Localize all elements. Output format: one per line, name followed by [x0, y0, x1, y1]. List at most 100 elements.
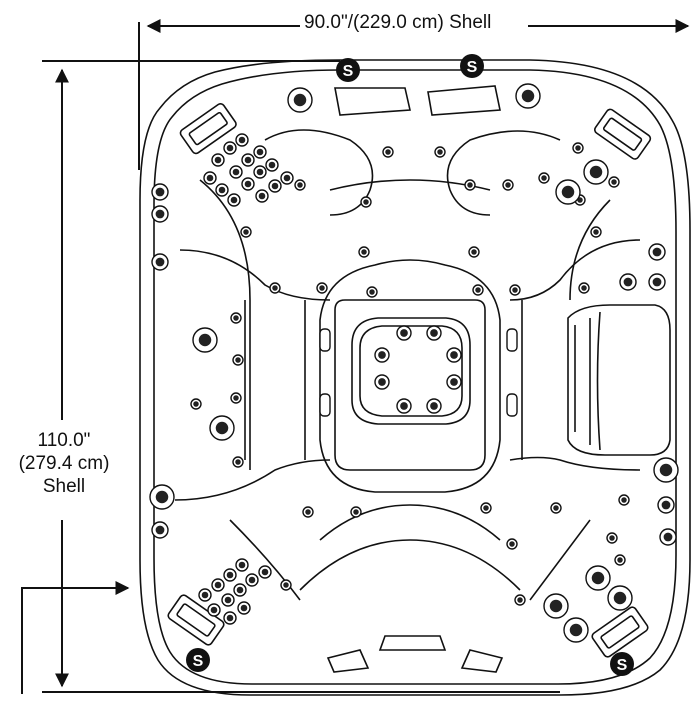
jet-icon	[590, 226, 602, 238]
jet-icon	[464, 179, 476, 191]
bottom-step	[378, 635, 447, 651]
cluster-jet-icon	[255, 189, 269, 203]
jet-icon	[538, 172, 550, 184]
s-badge-letter: S	[343, 63, 354, 80]
footwell-jet-plate	[351, 317, 471, 425]
rotary-jet-icon	[287, 87, 313, 113]
s-badge-icon: S	[336, 58, 360, 82]
cluster-jet-icon	[203, 171, 217, 185]
jet-icon	[366, 286, 378, 298]
jet-icon	[382, 146, 394, 158]
footwell-inner	[334, 299, 486, 471]
side-jet-icon	[151, 205, 169, 223]
dimension-lines	[21, 19, 690, 694]
pillow-inner-3	[596, 311, 601, 451]
cluster-jet-icon	[265, 158, 279, 172]
rotary-jet-icon	[149, 484, 175, 510]
jet-icon	[506, 538, 518, 550]
rotary-jet-icon	[515, 83, 541, 109]
s-badge-letter: S	[467, 59, 478, 76]
jet-icon	[240, 226, 252, 238]
jet-icon	[550, 502, 562, 514]
jet-icon	[514, 594, 526, 606]
rotary-jet-icon	[563, 617, 589, 643]
height-dimension-metric: (279.4 cm)	[18, 452, 110, 474]
seat-divider-top-left	[179, 249, 331, 301]
neck-jet-icon	[506, 328, 518, 352]
rotary-jet-icon	[209, 415, 235, 441]
jet-icon	[350, 506, 362, 518]
cluster-jet-icon	[227, 193, 241, 207]
width-dimension-label: 90.0"/(229.0 cm) Shell	[300, 12, 496, 35]
jet-icon	[230, 312, 242, 324]
side-jet-icon	[151, 521, 169, 539]
neck-jet-icon	[506, 393, 518, 417]
side-jet-icon	[648, 243, 666, 261]
jet-icon	[269, 282, 281, 294]
jet-icon	[280, 579, 292, 591]
cluster-jet-icon	[215, 183, 229, 197]
shell-outline	[139, 59, 691, 696]
rotary-jet-icon	[585, 565, 611, 591]
rotary-jet-icon	[555, 179, 581, 205]
headrest-top-right	[427, 85, 501, 116]
jet-icon	[480, 502, 492, 514]
headrest-corner-br	[591, 606, 649, 658]
shell-outer-edge	[139, 59, 691, 696]
side-jet-icon	[659, 528, 677, 546]
jets-layer	[149, 83, 679, 643]
cluster-jet-icon	[223, 611, 237, 625]
jet-icon	[502, 179, 514, 191]
jet-icon	[230, 392, 242, 404]
footwell-jet-icon	[374, 374, 390, 390]
cluster-jet-icon	[258, 565, 272, 579]
jet-icon	[302, 506, 314, 518]
jet-icon	[434, 146, 446, 158]
cluster-jet-icon	[198, 588, 212, 602]
cluster-jet-icon	[233, 583, 247, 597]
s-badge-letter: S	[617, 657, 628, 674]
jet-icon	[232, 354, 244, 366]
jet-icon	[614, 554, 626, 566]
jet-icon	[578, 282, 590, 294]
footwell-jet-icon	[396, 325, 412, 341]
height-dimension-label: 110.0" (279.4 cm) Shell	[0, 430, 128, 499]
cluster-jet-icon	[211, 578, 225, 592]
bottom-grate-left	[326, 649, 370, 673]
top-center-seat	[264, 129, 374, 216]
seat-divider-bottom-left	[174, 459, 331, 501]
cluster-jet-icon	[229, 165, 243, 179]
s-badge-letter: S	[193, 653, 204, 670]
height-dimension-value: 110.0"	[37, 430, 91, 451]
jet-icon	[360, 196, 372, 208]
cluster-jet-icon	[221, 593, 235, 607]
footwell-jet-icon	[374, 347, 390, 363]
footwell-jet-plate-inner	[359, 325, 463, 417]
headrest-corner-tr	[594, 108, 652, 160]
top-center-seat-r	[446, 130, 561, 216]
cluster-jet-icon	[241, 153, 255, 167]
cluster-jet-icon	[280, 171, 294, 185]
rotary-jet-icon	[543, 593, 569, 619]
footwell-jet-icon	[446, 347, 462, 363]
corner-leader	[21, 581, 130, 694]
cluster-jet-icon	[223, 141, 237, 155]
bottom-grate-right	[460, 649, 504, 673]
bottom-left-swirl	[229, 519, 301, 601]
jet-icon	[618, 494, 630, 506]
headrest-top-left	[334, 87, 411, 116]
neck-jet-icon	[319, 393, 331, 417]
cluster-jet-icon	[241, 177, 255, 191]
right-seat-curve	[569, 199, 611, 301]
seat-divider-bottom-right	[509, 456, 641, 471]
jet-icon	[190, 398, 202, 410]
cluster-jet-icon	[207, 603, 221, 617]
cluster-jet-icon	[253, 165, 267, 179]
side-jet-icon	[619, 273, 637, 291]
cluster-jet-icon	[235, 133, 249, 147]
headrest-corner-tl	[179, 102, 237, 155]
cluster-jet-icon	[268, 179, 282, 193]
jet-icon	[608, 176, 620, 188]
